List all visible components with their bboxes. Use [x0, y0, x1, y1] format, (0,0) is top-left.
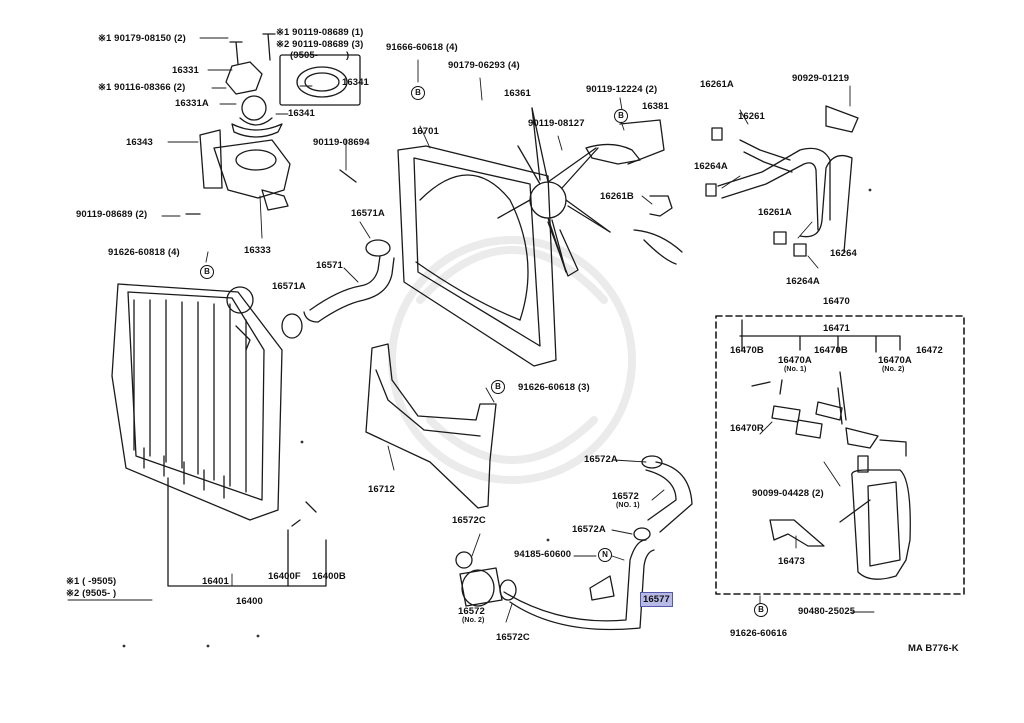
fan-shroud	[397, 145, 557, 367]
part-label: 16361	[504, 88, 531, 99]
bolt-callout-marker: B	[754, 603, 768, 617]
part-label: 16264A	[694, 161, 728, 172]
part-label: 16264A	[786, 276, 820, 287]
part-label: 16400B	[312, 571, 346, 582]
part-label-highlighted[interactable]: 16577	[640, 592, 673, 607]
part-sublabel: (No. 2)	[882, 366, 905, 373]
part-label: 91626-60818 (4)	[108, 247, 180, 258]
part-label: 16701	[412, 126, 439, 137]
watermark-emblem	[388, 236, 636, 484]
bolt-callout-marker: B	[491, 380, 505, 394]
part-label: 16572C	[452, 515, 486, 526]
part-sublabel: (NO. 1)	[616, 502, 640, 509]
bypass-hoses	[705, 105, 859, 257]
part-label: 16473	[778, 556, 805, 567]
part-label: 90929-01219	[792, 73, 850, 84]
lower-fan-shroud	[365, 343, 497, 509]
upper-radiator-hose	[281, 239, 395, 339]
part-label: 16571A	[272, 281, 306, 292]
part-label: )	[346, 50, 350, 61]
part-label: 16331	[172, 65, 199, 76]
radiator-assembly	[111, 283, 327, 587]
part-label: 16331A	[175, 98, 209, 109]
part-label: 94185-60600	[514, 549, 572, 560]
part-label: ※1 90119-08689 (1)	[276, 27, 364, 38]
leader-lines	[67, 37, 875, 623]
part-label: (9505-	[290, 50, 319, 61]
part-label: 90119-08127	[528, 118, 585, 129]
part-label: 16571	[316, 260, 343, 271]
part-label: 16261	[738, 111, 765, 122]
part-label: 16261B	[600, 191, 634, 202]
part-label: 91626-60616	[730, 628, 788, 639]
part-label: 16381	[642, 101, 669, 112]
part-label: 16341	[288, 108, 315, 119]
nut-callout-marker: N	[598, 548, 612, 562]
footnote-label: ※1 ( -9505)	[66, 576, 117, 587]
part-label: 16261A	[758, 207, 792, 218]
part-sublabel: (No. 1)	[784, 366, 807, 373]
part-label: 90119-08689 (2)	[76, 209, 148, 220]
part-label: 16343	[126, 137, 153, 148]
part-label: 16572	[458, 606, 485, 617]
bolt-dots	[122, 188, 872, 648]
bolt-callout-marker: B	[411, 86, 425, 100]
part-label: 91626-60618 (3)	[518, 382, 590, 393]
part-label: 16400	[236, 596, 263, 607]
part-label: 16572A	[572, 524, 606, 535]
part-label: ※1 90116-08366 (2)	[98, 82, 186, 93]
part-label: 16264	[830, 248, 857, 259]
part-label: 16472	[916, 345, 943, 356]
part-label: 16572	[612, 491, 639, 502]
part-label: 16712	[368, 484, 395, 495]
water-bypass-pipe	[585, 119, 683, 265]
part-label: ※2 90119-08689 (3)	[276, 39, 364, 50]
part-label: 16470B	[814, 345, 848, 356]
footnote-label: ※2 (9505- )	[66, 588, 117, 599]
part-label: 16470	[823, 296, 850, 307]
part-label: 16470B	[730, 345, 764, 356]
part-label: 16572C	[496, 632, 530, 643]
part-label: 90119-12224 (2)	[586, 84, 658, 95]
part-label: 16571A	[351, 208, 385, 219]
water-outlet-assembly	[185, 33, 361, 215]
part-label: 16572A	[584, 454, 618, 465]
part-label: 90480-25025	[798, 606, 856, 617]
part-label: 16470R	[730, 423, 764, 434]
part-label: 90119-08694	[313, 137, 370, 148]
part-label: 16401	[202, 576, 229, 587]
part-label: 91666-60618 (4)	[386, 42, 458, 53]
part-label: ※1 90179-08150 (2)	[98, 33, 186, 44]
part-label: 16261A	[700, 79, 734, 90]
cooling-fan	[497, 107, 611, 277]
part-label: 16470A	[778, 355, 812, 366]
part-label: 16470A	[878, 355, 912, 366]
bolt-callout-marker: B	[614, 109, 628, 123]
part-label: 16400F	[268, 571, 301, 582]
reserve-tank-box	[715, 315, 965, 595]
part-label: 16333	[244, 245, 271, 256]
diagram-reference-code: MA B776-K	[908, 643, 959, 654]
part-label: 90099-04428 (2)	[752, 488, 824, 499]
part-sublabel: (No. 2)	[462, 617, 485, 624]
part-label: 90179-06293 (4)	[448, 60, 520, 71]
part-label: 16341	[342, 77, 369, 88]
part-label: 16471	[823, 323, 850, 334]
bolt-callout-marker: B	[200, 265, 214, 279]
reserve-tank	[739, 319, 911, 580]
lower-radiator-hose	[455, 455, 693, 631]
